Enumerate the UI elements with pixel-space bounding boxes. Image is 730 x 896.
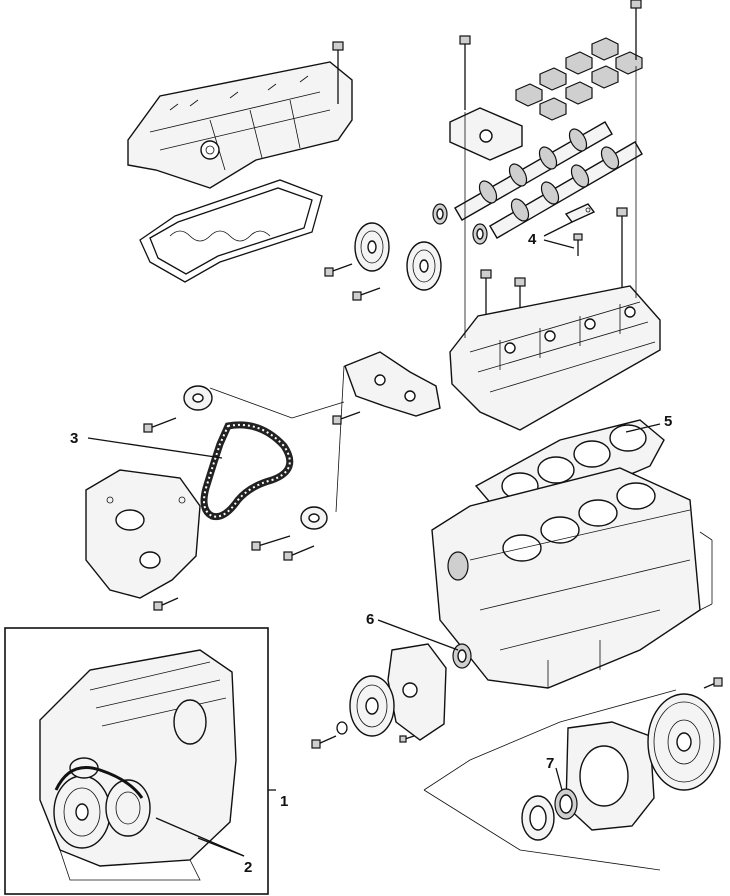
timing-belt-rear-cover (344, 351, 441, 417)
front-camshaft-cap (449, 107, 523, 161)
camshaft-sprocket-upper (354, 222, 390, 272)
idler-bolt (143, 417, 177, 433)
cylinder-block (431, 467, 701, 689)
leader-lines (87, 221, 661, 857)
valve-cover-gasket (139, 179, 323, 283)
callout-3: 3 (70, 430, 78, 447)
tensioner-bolts (251, 535, 315, 561)
callout-4: 4 (528, 231, 537, 248)
assembled-engine-inset (4, 627, 269, 895)
callout-5: 5 (664, 413, 672, 430)
rear-cover-bolts (332, 411, 361, 425)
crankshaft-pulley-washer-bolt (311, 721, 415, 749)
camshaft-oil-seals (432, 203, 488, 245)
camshaft-upper (454, 121, 613, 221)
callout-7: 7 (546, 755, 554, 772)
timing-belt (200, 421, 294, 521)
camshaft-lower (489, 141, 643, 239)
rear-oil-seal-retainer (521, 795, 555, 841)
crankshaft-pulley (349, 675, 395, 737)
camshaft-cap-bolts (459, 0, 642, 110)
crankshaft-rear-oil-seal (554, 788, 578, 820)
camshaft-position-sensor (564, 203, 596, 256)
callout-1: 1 (280, 793, 288, 810)
callout-6: 6 (366, 611, 374, 628)
sprocket-bolts (324, 263, 381, 301)
valve-cover-bolt (332, 41, 344, 104)
flywheel (647, 693, 721, 791)
flywheel-bolt (703, 677, 723, 689)
timing-belt-front-cover (85, 469, 201, 599)
camshaft-bearing-caps (515, 37, 643, 121)
valve-cover (127, 61, 353, 189)
cylinder-head (449, 285, 661, 431)
idler-pulley (183, 385, 213, 411)
rear-end-plate (565, 721, 655, 831)
camshaft-sprocket-lower (406, 241, 442, 291)
front-cover-bolt (153, 597, 179, 611)
assembly-guide-lines (209, 66, 713, 871)
tensioner-pulley (300, 506, 328, 530)
callout-2: 2 (244, 859, 252, 876)
crankshaft-front-oil-seal (452, 643, 472, 669)
oil-pump-housing (387, 643, 447, 741)
